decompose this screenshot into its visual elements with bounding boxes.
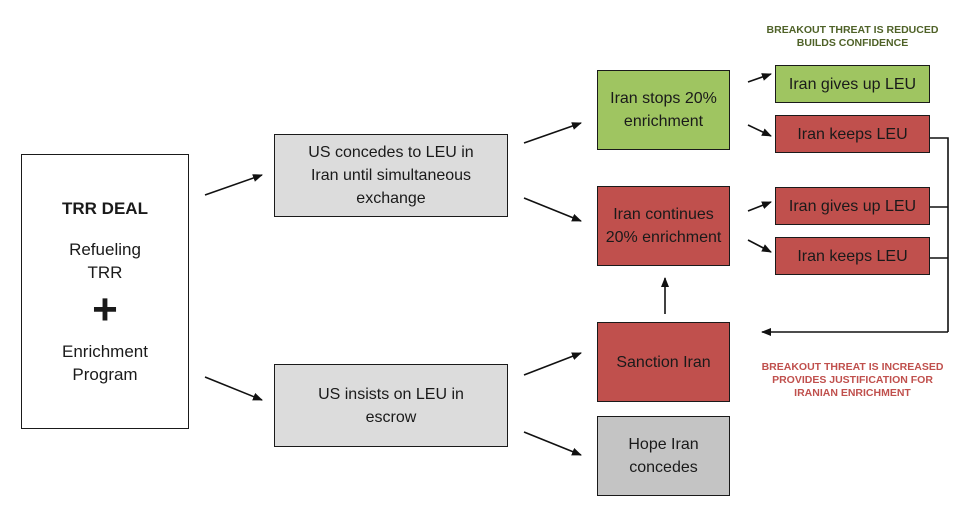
gives-up-leu-text-2: Iran gives up LEU — [788, 197, 917, 215]
confidence-note-line2: BUILDS CONFIDENCE — [796, 37, 909, 49]
justification-note-line2: PROVIDES JUSTIFICATION FOR — [772, 374, 933, 386]
keeps-leu-box-2: Iran keeps LEU — [775, 237, 930, 275]
gives-up-leu-text-1: Iran gives up LEU — [788, 75, 917, 93]
us-concedes-text: US concedes to LEU in Iran until simulta… — [308, 144, 474, 207]
us-concedes-box: US concedes to LEU in Iran until simulta… — [274, 134, 508, 217]
arrow-concedes-to-continues — [523, 197, 582, 222]
iran-continues-box: Iran continues 20% enrichment — [597, 186, 730, 266]
bracket-keeps-leu-1 — [930, 137, 949, 332]
arrow-deal-to-concedes — [204, 174, 263, 196]
gives-up-leu-box-1: Iran gives up LEU — [775, 65, 930, 103]
keeps-leu-text-2: Iran keeps LEU — [797, 247, 908, 265]
confidence-note-line1: BREAKOUT THREAT IS REDUCED — [766, 24, 939, 36]
confidence-note: BREAKOUT THREAT IS REDUCED BUILDS CONFID… — [740, 24, 965, 50]
justification-note-line3: IRANIAN ENRICHMENT — [794, 387, 911, 399]
trr-label: TRR — [87, 263, 123, 282]
sanction-iran-text: Sanction Iran — [616, 353, 711, 371]
enrichment-label: Enrichment — [62, 342, 148, 361]
arrow-concedes-to-stops — [523, 122, 582, 144]
gives-up-leu-box-2: Iran gives up LEU — [775, 187, 930, 225]
arrow-stops-to-gives-up — [747, 73, 772, 83]
arrow-deal-to-insists — [204, 376, 263, 401]
iran-continues-text: Iran continues 20% enrichment — [605, 206, 722, 246]
iran-stops-text: Iran stops 20% enrichment — [610, 90, 717, 130]
arrow-continues-to-keeps — [747, 239, 772, 253]
justification-note-line1: BREAKOUT THREAT IS INCREASED — [761, 361, 944, 373]
arrow-continues-to-gives-up — [747, 201, 772, 212]
keeps-leu-text-1: Iran keeps LEU — [797, 125, 908, 143]
arrow-insists-to-hope — [523, 431, 582, 456]
us-insists-text: US insists on LEU in escrow — [318, 385, 464, 426]
program-label: Program — [72, 365, 138, 384]
arrow-stops-to-keeps — [747, 124, 772, 137]
arrow-insists-to-sanction — [523, 352, 582, 376]
refueling-label: Refueling — [69, 240, 141, 259]
iran-stops-box: Iran stops 20% enrichment — [597, 70, 730, 150]
trr-deal-title: TRR DEAL — [62, 199, 148, 218]
trr-deal-box: TRR DEAL Refueling TRR + Enrichment Prog… — [21, 154, 189, 429]
keeps-leu-box-1: Iran keeps LEU — [775, 115, 930, 153]
hope-iran-concedes-box: Hope Iran concedes — [597, 416, 730, 496]
sanction-iran-box: Sanction Iran — [597, 322, 730, 402]
plus-sign: + — [92, 285, 118, 334]
hope-iran-concedes-text: Hope Iran concedes — [628, 436, 699, 476]
us-insists-box: US insists on LEU in escrow — [274, 364, 508, 447]
justification-note: BREAKOUT THREAT IS INCREASED PROVIDES JU… — [740, 361, 965, 400]
